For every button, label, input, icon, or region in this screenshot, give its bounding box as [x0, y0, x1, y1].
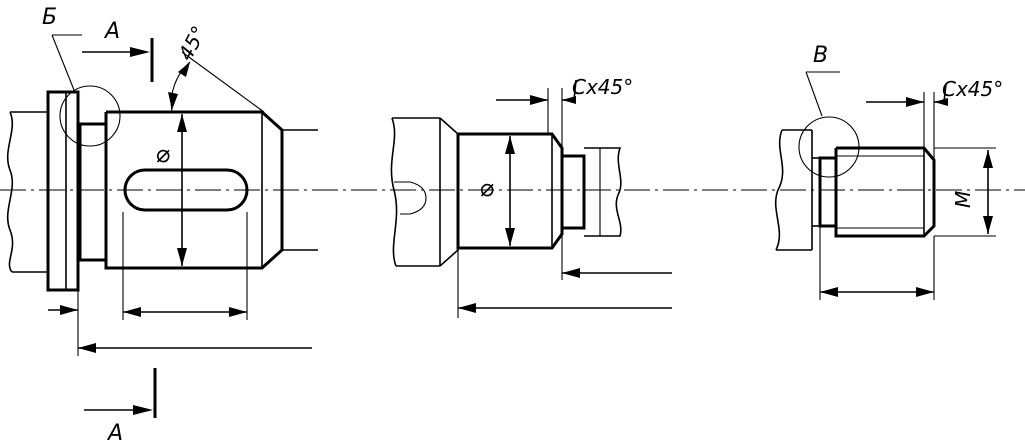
section-letter-bottom: А [106, 421, 123, 446]
thread-label: М [951, 191, 975, 208]
section-letter-top: А [103, 19, 120, 44]
diameter-symbol-middle: ⌀ [480, 174, 494, 202]
detail-letter-v: В [813, 43, 828, 68]
diameter-symbol-left: ⌀ [156, 140, 170, 168]
chamfer-label-right: Cx45° [942, 77, 1003, 101]
angle-label: 45° [173, 22, 211, 65]
keyway-slot [123, 168, 249, 212]
chamfer-label-middle: Cx45° [572, 75, 633, 99]
section-mark-top: А [82, 19, 154, 82]
middle-shaft-part: ⌀ Cx45° [390, 75, 672, 318]
detail-circle-v [798, 116, 860, 178]
section-mark-bottom: А [84, 368, 157, 446]
detail-circle-b [59, 85, 121, 147]
right-threaded-part: В Cx45° М [774, 43, 1003, 300]
detail-letter-b: Б [42, 5, 57, 30]
left-shaft-part: ⌀ Б 45° [6, 5, 318, 356]
